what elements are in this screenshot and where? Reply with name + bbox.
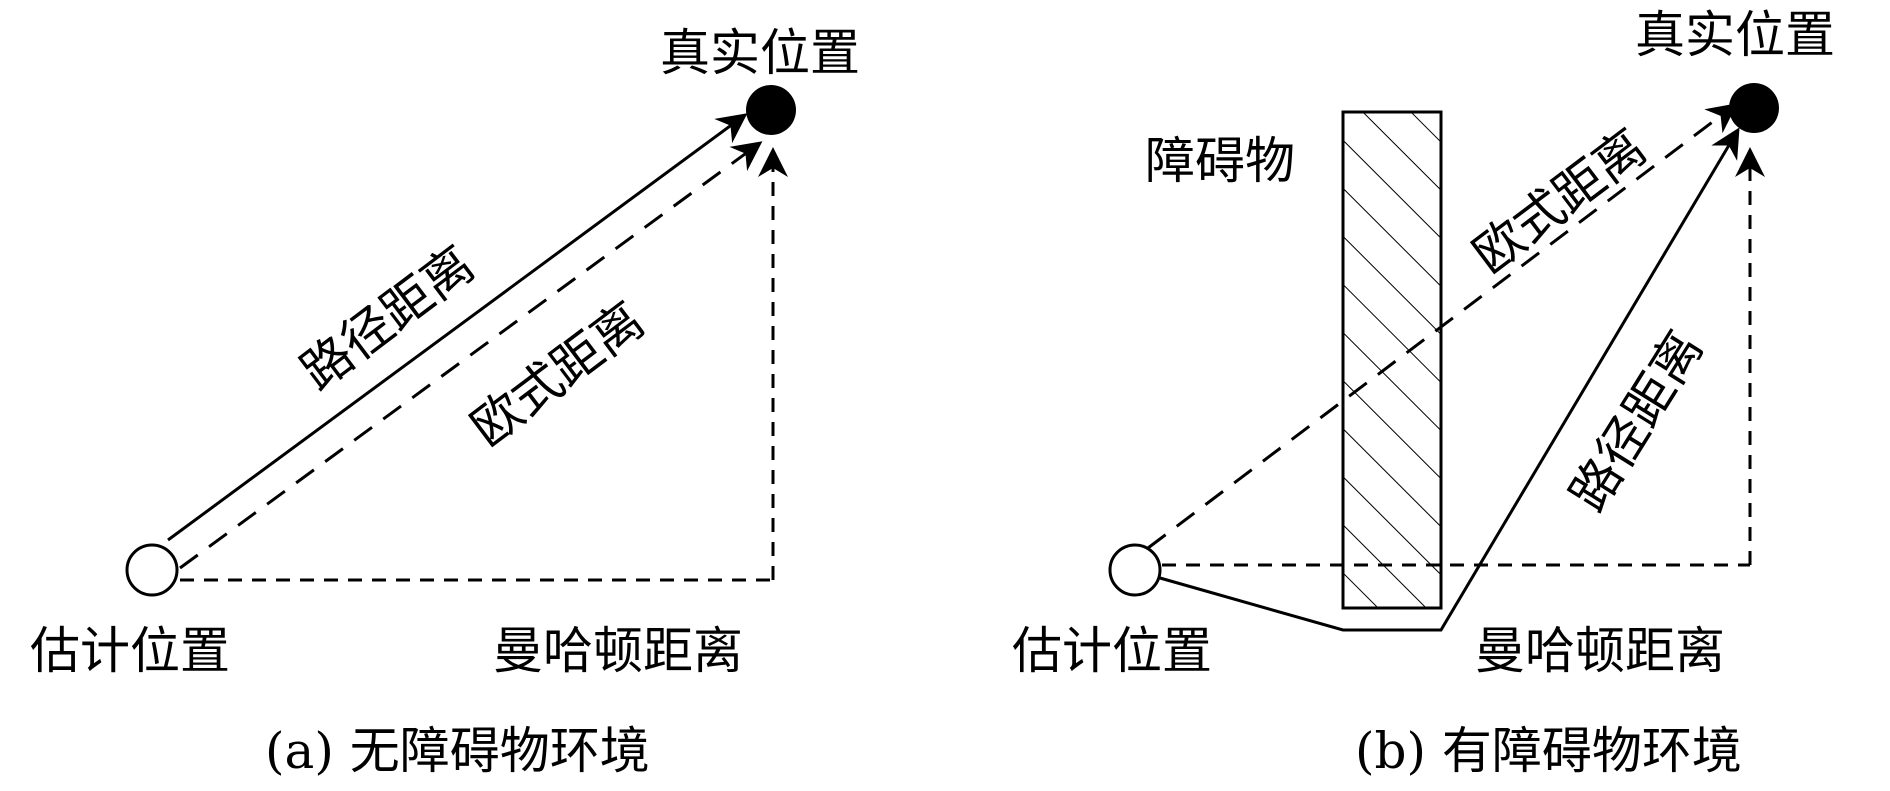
true-position-label: 真实位置 bbox=[1635, 6, 1835, 64]
estimated-position-label: 估计位置 bbox=[1012, 622, 1212, 680]
obstacle-label: 障碍物 bbox=[1145, 132, 1295, 190]
panel-b: 真实位置 障碍物 估计位置 曼哈顿距离 欧式距离 路径距离 (b) 有障碍物环境 bbox=[1012, 6, 1835, 780]
caption-a: (a) 无障碍物环境 bbox=[265, 722, 650, 780]
manhattan-distance-label: 曼哈顿距离 bbox=[1475, 622, 1725, 680]
true-position-marker bbox=[1729, 83, 1779, 133]
obstacle-rect bbox=[1341, 110, 1443, 610]
true-position-marker bbox=[746, 85, 796, 135]
estimated-position-marker bbox=[125, 543, 179, 597]
caption-b: (b) 有障碍物环境 bbox=[1355, 722, 1742, 780]
estimated-position-label: 估计位置 bbox=[30, 622, 230, 680]
euclidean-distance-label: 欧式距离 bbox=[1462, 118, 1657, 285]
path-distance-label: 路径距离 bbox=[1559, 321, 1714, 521]
manhattan-distance-label: 曼哈顿距离 bbox=[493, 622, 743, 680]
euclidean-distance-label: 欧式距离 bbox=[460, 291, 655, 458]
panel-a: 真实位置 估计位置 曼哈顿距离 路径距离 欧式距离 (a) 无障碍物环境 bbox=[30, 24, 860, 780]
euclidean-distance-line bbox=[179, 141, 763, 570]
euclidean-distance-line bbox=[1147, 103, 1738, 550]
path-distance-line bbox=[167, 113, 748, 542]
estimated-position-marker bbox=[1108, 543, 1162, 597]
path-distance-line bbox=[1159, 127, 1740, 632]
true-position-label: 真实位置 bbox=[660, 24, 860, 82]
